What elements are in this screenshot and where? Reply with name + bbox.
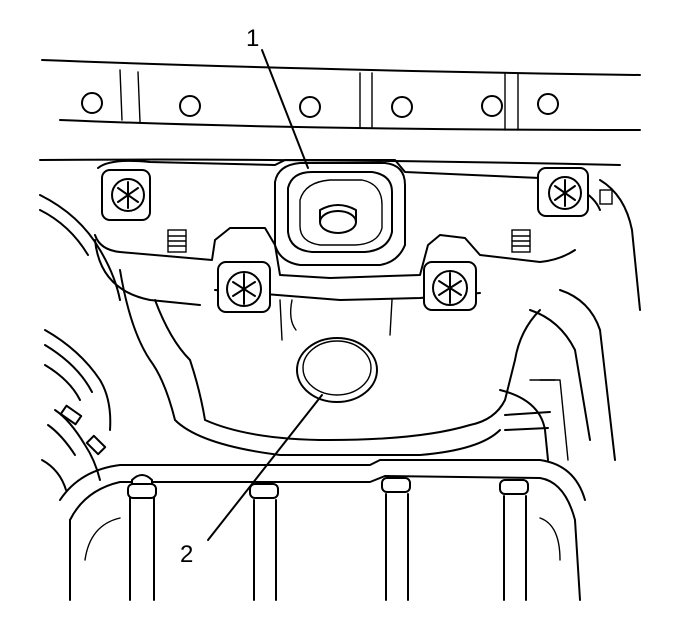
callout-2: 2 bbox=[180, 394, 323, 568]
pan-bolt bbox=[381, 477, 411, 601]
pan-bolt bbox=[249, 483, 279, 601]
bolt-upper-right bbox=[537, 167, 589, 217]
access-plug bbox=[296, 337, 378, 403]
oil-drain-plug-housing bbox=[274, 162, 406, 266]
stud-right bbox=[511, 229, 531, 253]
callout-2-leader bbox=[207, 394, 323, 541]
callout-2-label: 2 bbox=[180, 541, 193, 568]
pan-bolt bbox=[499, 479, 529, 601]
pan-bolt bbox=[127, 474, 157, 536]
bolt-upper-left bbox=[101, 169, 151, 221]
pan-bolt bbox=[129, 534, 155, 601]
casting-bolts bbox=[101, 167, 613, 313]
engine-block-rail bbox=[39, 59, 641, 166]
pan-bolts bbox=[127, 474, 529, 601]
stud-far-right bbox=[599, 189, 613, 205]
bolt-lower-right bbox=[423, 261, 477, 311]
bolt-lower-left bbox=[217, 261, 271, 313]
stud-left bbox=[167, 229, 187, 253]
lower-oil-pan bbox=[59, 379, 586, 601]
left-hoses bbox=[39, 194, 121, 491]
callout-1-leader bbox=[261, 49, 309, 169]
callout-1-label: 1 bbox=[246, 25, 259, 52]
callout-1: 1 bbox=[246, 25, 309, 169]
